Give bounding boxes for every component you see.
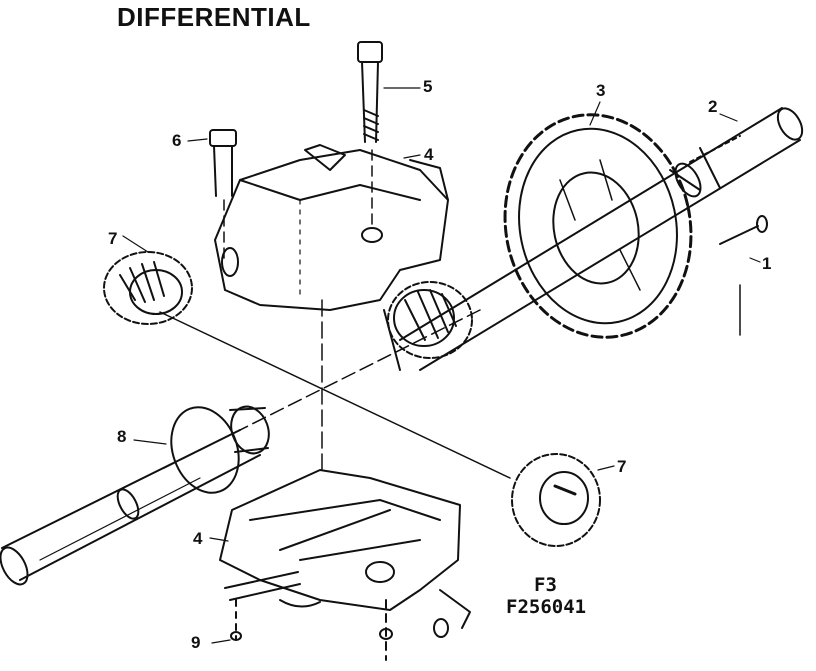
- part-code: F256041: [506, 596, 587, 618]
- callout-7-right: 7: [617, 457, 627, 476]
- bevel-gear-right: [511, 453, 601, 547]
- callout-8: 8: [117, 427, 127, 446]
- callout-2: 2: [708, 97, 718, 116]
- upper-housing: [214, 144, 449, 311]
- bolt-9: [224, 571, 471, 661]
- callout-5: 5: [423, 77, 433, 96]
- callout-7-left: 7: [108, 229, 118, 248]
- bolt-6: [209, 129, 237, 261]
- callout-6: 6: [172, 131, 182, 150]
- lower-housing: [219, 469, 461, 611]
- left-axle-shaft: [0, 405, 270, 586]
- bolt-5: [357, 41, 383, 231]
- bevel-gear-left: [103, 251, 193, 325]
- bolt-1: [719, 215, 768, 336]
- callout-4-upper: 4: [424, 145, 434, 164]
- sprocket-gear: [503, 113, 693, 339]
- bevel-gear-center: [383, 281, 473, 371]
- figure-label: F3: [534, 574, 557, 596]
- callout-3: 3: [596, 81, 606, 100]
- right-axle-shaft: [399, 107, 804, 371]
- callout-1: 1: [762, 254, 772, 273]
- callout-4-lower: 4: [193, 529, 203, 548]
- callout-9: 9: [191, 633, 201, 652]
- axis-lines: [159, 299, 511, 479]
- leader-lines: [122, 87, 761, 644]
- diagram-title: DIFFERENTIAL: [117, 2, 311, 32]
